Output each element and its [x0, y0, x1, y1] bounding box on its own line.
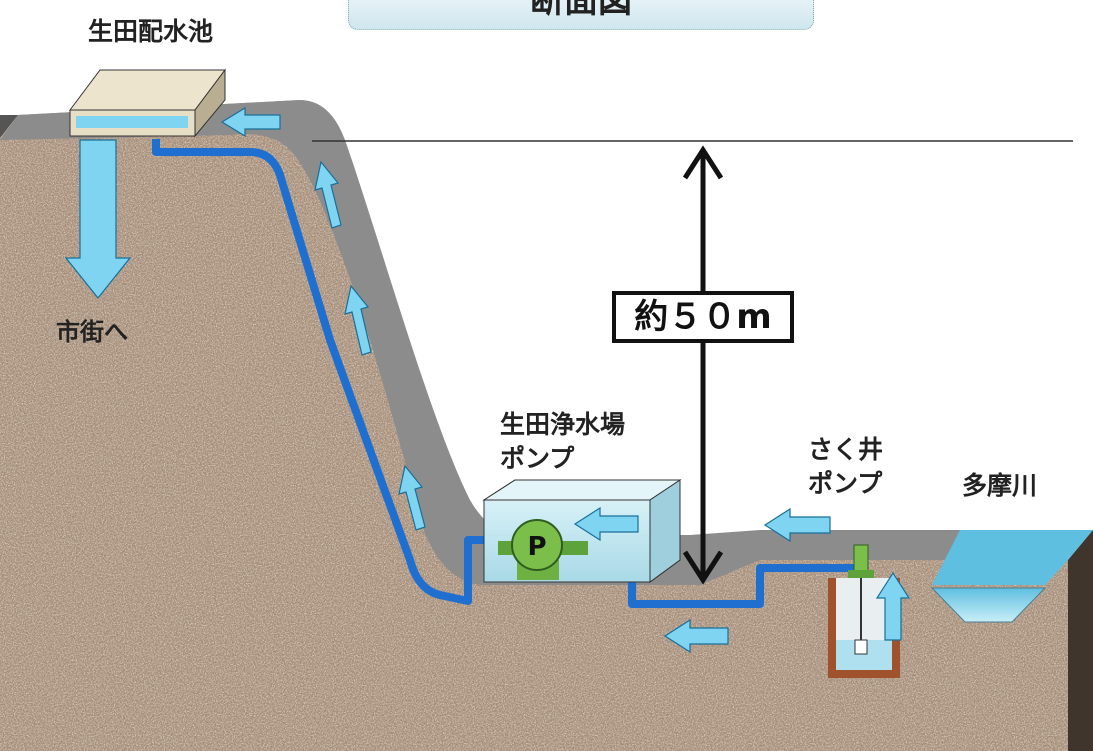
well-pump-label-line1: さく井 [808, 435, 884, 464]
ground-side-face [1068, 530, 1093, 751]
plant-pump-house [482, 479, 682, 583]
water-pipe [152, 139, 515, 605]
river-label: 多摩川 [962, 471, 1038, 500]
flow-arrow-icon [64, 139, 132, 299]
reservoir-label: 生田配水池 [88, 17, 214, 46]
river [930, 530, 1093, 623]
well-pump-label-line2: ポンプ [808, 469, 883, 498]
title-banner: 断面図 [348, 0, 814, 30]
plant-pump-label-line1: 生田浄水場 [500, 410, 626, 439]
well-pump-label: さく井 ポンプ [808, 433, 883, 501]
flow-arrow-icon [875, 571, 911, 641]
city-label: 市街へ [56, 318, 128, 346]
pump-symbol: P [527, 532, 546, 562]
flow-arrow-icon [663, 618, 729, 654]
double-arrow-icon [682, 145, 724, 585]
plant-pump-label-line2: ポンプ [500, 444, 575, 473]
flow-arrow-icon [573, 506, 639, 542]
plant-pump-label: 生田浄水場 ポンプ [500, 408, 625, 476]
flow-arrow-icon [344, 284, 372, 356]
well-pump [828, 544, 900, 678]
diagram-title: 断面図 [530, 0, 632, 21]
pump-icon [498, 519, 588, 580]
flow-arrow-icon [398, 464, 426, 531]
reservoir [69, 68, 226, 138]
flow-arrows [64, 106, 911, 654]
height-label: 約５０m [612, 291, 794, 343]
flow-arrow-icon [763, 507, 831, 543]
flow-arrow-icon [314, 160, 342, 229]
flow-arrow-icon [220, 106, 281, 138]
